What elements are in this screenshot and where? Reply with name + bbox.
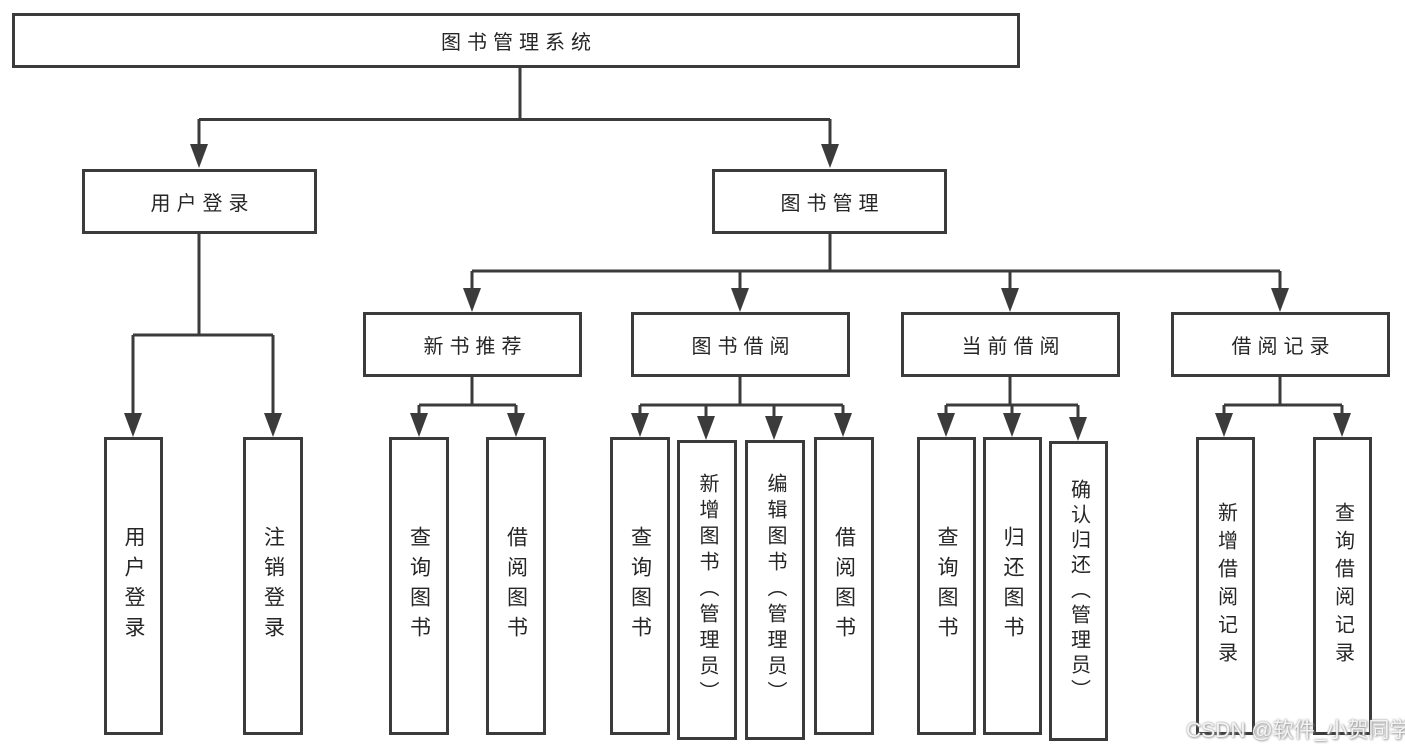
- leaf-query-books-2: 查询图书: [610, 437, 670, 735]
- leaf-user-login: 用户登录: [104, 437, 163, 735]
- leaf-query-books-1: 查询图书: [389, 437, 449, 735]
- node-user-login: 用户登录: [82, 169, 317, 234]
- leaf-borrow-books-2: 借阅图书: [814, 437, 874, 735]
- node-book-management: 图书管理: [712, 169, 947, 234]
- watermark-text: CSDN @软件_小贺同学: [1186, 719, 1405, 742]
- leaf-add-borrow-record: 新增借阅记录: [1196, 437, 1255, 735]
- leaf-add-books-admin: 新增图书（管理员）: [677, 440, 737, 740]
- node-book-borrow: 图书借阅: [631, 312, 850, 377]
- node-current-borrow: 当前借阅: [901, 312, 1120, 377]
- leaf-borrow-books-1: 借阅图书: [486, 437, 546, 735]
- node-borrow-record: 借阅记录: [1171, 312, 1390, 377]
- leaf-return-books: 归还图书: [983, 437, 1042, 735]
- leaf-confirm-return-admin: 确认归还（管理员）: [1049, 441, 1108, 741]
- node-new-book-recommend: 新书推荐: [363, 312, 582, 377]
- leaf-query-books-3: 查询图书: [917, 437, 976, 735]
- leaf-edit-books-admin: 编辑图书（管理员）: [745, 440, 805, 740]
- leaf-query-borrow-record: 查询借阅记录: [1313, 437, 1372, 735]
- leaf-logout: 注销登录: [243, 437, 303, 735]
- node-root-system: 图书管理系统: [12, 13, 1020, 68]
